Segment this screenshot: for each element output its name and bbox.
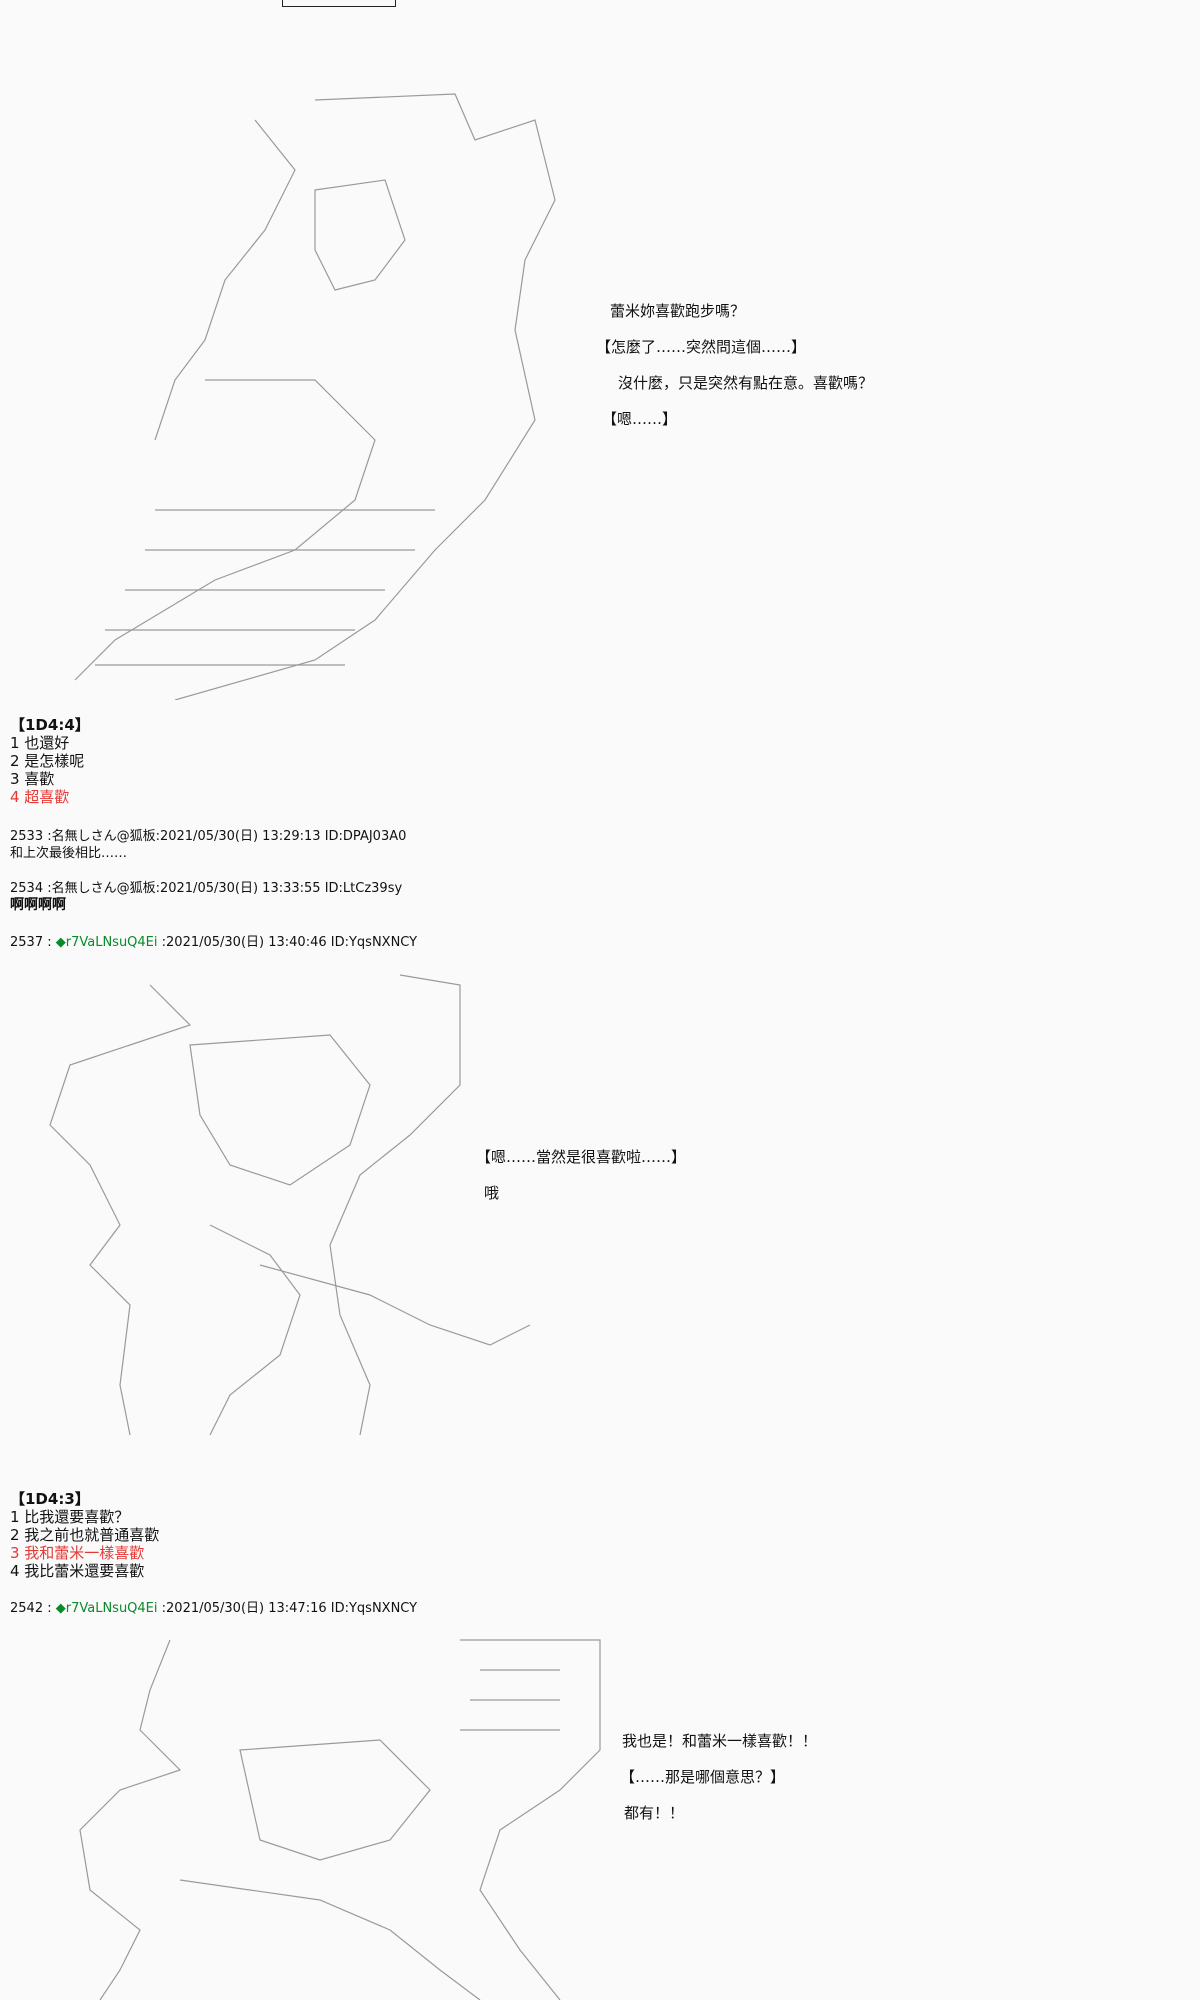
post-2534: 2534 :名無しさん@狐板:2021/05/30(日) 13:33:55 ID… [10,880,402,914]
post-number: 2537 : [10,935,56,950]
menu-option-selected: 4 超喜歡 [10,788,70,806]
menu-option: 4 我比蕾米還要喜歡 [10,1562,145,1580]
menu-title: 【1D4:3】 [10,1490,90,1508]
dialog-line: 【……那是哪個意思？】 [620,1768,786,1786]
dialog-line: 【嗯……】 [602,410,678,428]
post-2533: 2533 :名無しさん@狐板:2021/05/30(日) 13:29:13 ID… [10,828,406,862]
post-body: 啊啊啊啊 [10,897,66,913]
post-body: 和上次最後相比…… [10,846,128,861]
menu-option-selected: 3 我和蕾米一樣喜歡 [10,1544,145,1562]
dialog-line: 都有！！ [624,1804,685,1822]
post-2537-header: 2537 : ◆r7VaLNsuQ4Ei :2021/05/30(日) 13:4… [10,934,417,951]
dialog-line: 沒什麼，只是突然有點在意。喜歡嗎？ [618,374,874,392]
post-2542-header: 2542 : ◆r7VaLNsuQ4Ei :2021/05/30(日) 13:4… [10,1600,417,1617]
post-meta: :2021/05/30(日) 13:47:16 ID:YqsNXNCY [157,1601,418,1616]
menu-option: 2 是怎樣呢 [10,752,85,770]
post-number: 2542 : [10,1601,56,1616]
post-header: 2533 :名無しさん@狐板:2021/05/30(日) 13:29:13 ID… [10,829,407,844]
post-header: 2534 :名無しさん@狐板:2021/05/30(日) 13:33:55 ID… [10,881,403,896]
ascii-art-girl-1 [74,93,556,700]
ascii-art-girl-2 [49,974,531,1436]
dialog-line: 蕾米妳喜歡跑步嗎？ [610,302,746,320]
dice-menu-1: 【1D4:4】 1 也還好 2 是怎樣呢 3 喜歡 4 超喜歡 [10,716,90,806]
top-frame [282,0,396,7]
menu-title: 【1D4:4】 [10,716,90,734]
dialog-line: 【嗯……當然是很喜歡啦……】 [476,1148,687,1166]
dice-menu-2: 【1D4:3】 1 比我還要喜歡？ 2 我之前也就普通喜歡 3 我和蕾米一樣喜歡… [10,1490,159,1580]
post-meta: :2021/05/30(日) 13:40:46 ID:YqsNXNCY [157,935,418,950]
ascii-art-girl-3 [79,1639,601,2000]
menu-option: 2 我之前也就普通喜歡 [10,1526,160,1544]
tripcode: ◆r7VaLNsuQ4Ei [55,935,158,950]
menu-option: 3 喜歡 [10,770,55,788]
menu-option: 1 也還好 [10,734,70,752]
menu-option: 1 比我還要喜歡？ [10,1508,130,1526]
dialog-line: 哦 [484,1184,500,1202]
dialog-line: 我也是！和蕾米一樣喜歡！！ [622,1732,818,1750]
tripcode: ◆r7VaLNsuQ4Ei [55,1601,158,1616]
dialog-line: 【怎麼了……突然問這個……】 [596,338,807,356]
